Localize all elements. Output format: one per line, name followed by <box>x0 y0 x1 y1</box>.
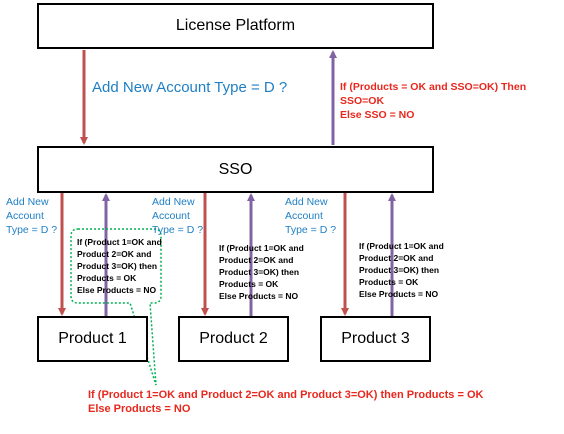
product-1-label: Product 1 <box>58 330 127 347</box>
sso-box: SSO <box>37 146 434 193</box>
product-2-box: Product 2 <box>178 316 289 362</box>
add-account-label-top: Add New Account Type = D ? <box>92 79 288 96</box>
product-condition-label-p2: If (Product 1=OK and Product 2=OK and Pr… <box>219 243 304 301</box>
product-3-box: Product 3 <box>320 316 431 362</box>
product-condition-label-p1: If (Product 1=OK and Product 2=OK and Pr… <box>77 237 162 295</box>
product-1-box: Product 1 <box>37 316 148 362</box>
add-account-label-p2: Add New Account Type = D ? <box>152 196 204 236</box>
product-2-label: Product 2 <box>199 330 268 347</box>
product-3-label: Product 3 <box>341 330 410 347</box>
add-account-label-p1: Add New Account Type = D ? <box>6 196 58 236</box>
callout-outline <box>70 228 162 386</box>
product-condition-label-p3: If (Product 1=OK and Product 2=OK and Pr… <box>359 241 444 299</box>
callout-note: If (Product 1=OK and Product 2=OK and Pr… <box>88 389 484 415</box>
sso-label: SSO <box>218 160 253 178</box>
license-platform-label: License Platform <box>175 17 296 34</box>
license-platform-box: License Platform <box>37 3 434 49</box>
add-account-label-p3: Add New Account Type = D ? <box>285 196 337 236</box>
sso-condition-label: If (Products = OK and SSO=OK) Then SSO=O… <box>340 81 527 121</box>
